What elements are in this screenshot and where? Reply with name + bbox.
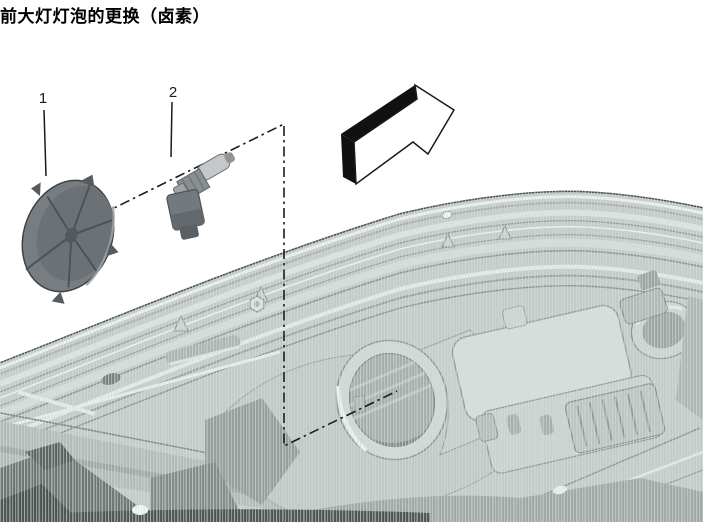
dust-cap-ribs: [25, 184, 113, 288]
bulb-base-tab: [179, 224, 199, 240]
dust-cap-tabs: [31, 174, 119, 304]
engine-bay-illustration: [0, 190, 703, 522]
callout-2-label: 2: [169, 84, 177, 101]
callout-1-label: 1: [39, 90, 47, 107]
page-title: 前大灯灯泡的更换（卤素）: [0, 7, 210, 26]
dust-cap-rim-highlight: [85, 206, 115, 287]
direction-arrow-icon: [341, 83, 456, 186]
arrow-extrusion-band: [341, 85, 418, 142]
callout-1-leader: [43, 109, 47, 177]
arrow-front-face: [353, 83, 456, 186]
dust-cap-hub: [65, 227, 78, 243]
callout-2: 2: [169, 84, 177, 158]
bulb-tip: [224, 152, 235, 164]
callout-1: 1: [39, 90, 47, 177]
arrow-extrusion-tail: [341, 134, 356, 184]
dashdot-guide-line: [101, 122, 398, 448]
callout-2-leader: [170, 101, 173, 158]
dust-cap-part: [21, 174, 119, 304]
halogen-bulb-part: [166, 152, 235, 240]
